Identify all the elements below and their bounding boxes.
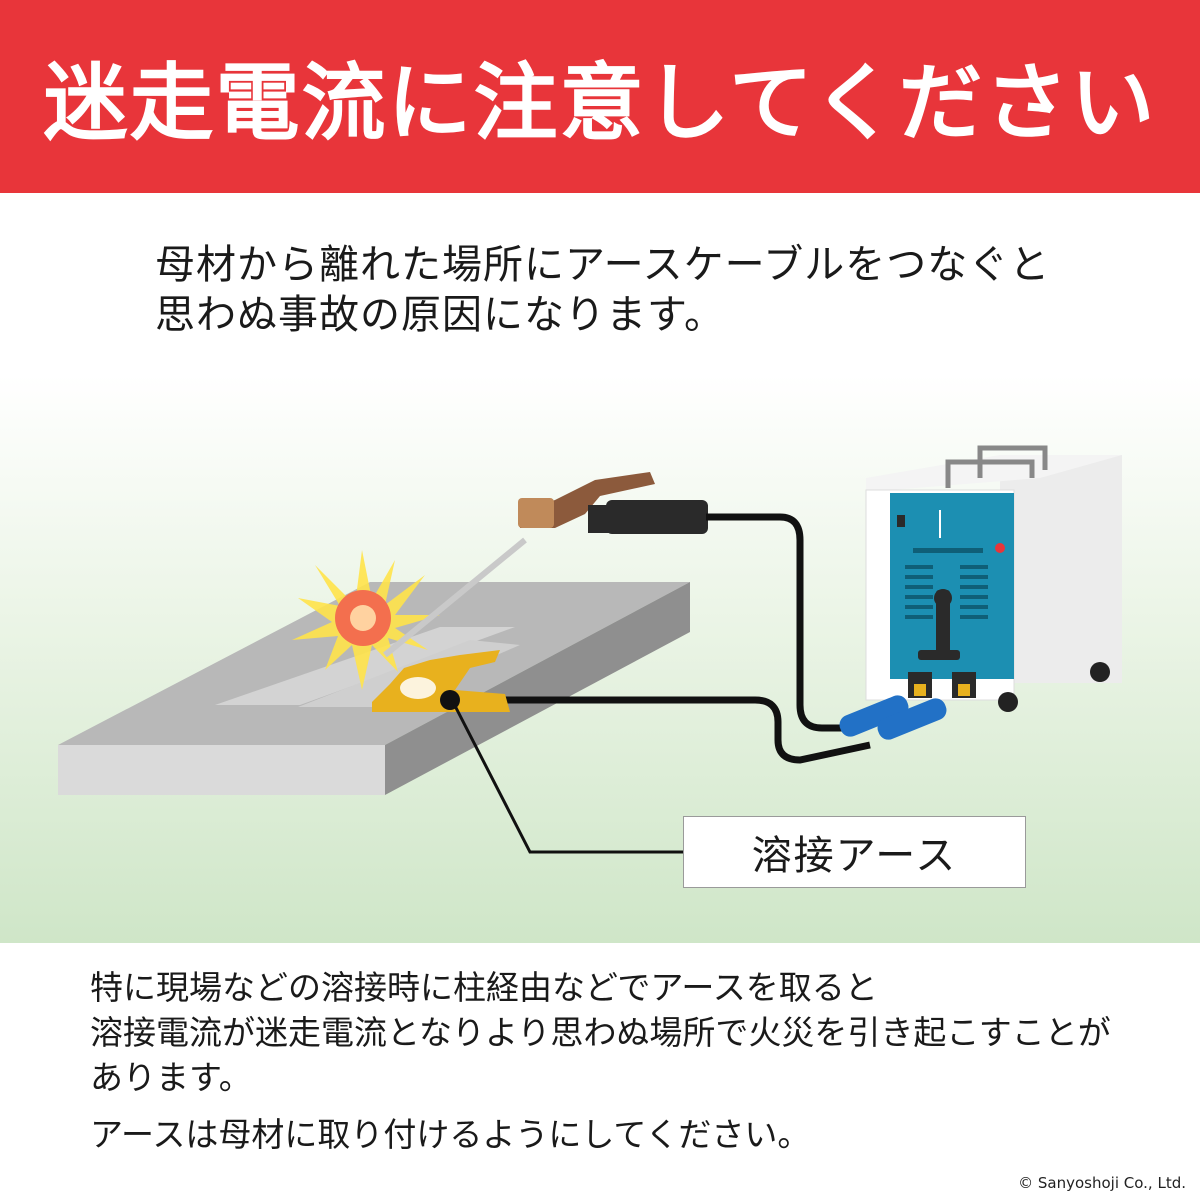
intro-line: 思わぬ事故の原因になります。 — [155, 292, 725, 338]
note-line: あります。 — [90, 1058, 252, 1097]
page-title: 迷走電流に注意してください — [43, 54, 1157, 152]
notes-text: 特に現場などの溶接時に柱経由などでアースを取ると 溶接電流が迷走電流となりより思… — [90, 965, 1170, 1157]
title-banner: 迷走電流に注意してください — [0, 0, 1200, 193]
label-pointer-line — [450, 699, 683, 854]
welding-machine-icon — [839, 445, 1122, 740]
electrode-cable — [706, 513, 860, 732]
intro-text: 母材から離れた場所にアースケーブルをつなぐと 思わぬ事故の原因になります。 — [155, 240, 1155, 340]
welding-spark-icon — [292, 550, 440, 690]
note-line: 溶接電流が迷走電流となりより思わぬ場所で火災を引き起こすことが — [90, 1013, 1111, 1052]
welding-earth-label: 溶接アース — [683, 816, 1026, 888]
electrode-holder-icon — [518, 472, 708, 534]
earth-cable — [505, 696, 871, 764]
welding-plate-icon — [58, 582, 690, 795]
note-line: アースは母材に取り付けるようにしてください。 — [90, 1115, 811, 1154]
electrode-rod — [383, 537, 527, 658]
note-line: 特に現場などの溶接時に柱経由などでアースを取ると — [90, 968, 878, 1007]
copyright: © Sanyoshoji Co., Ltd. — [1018, 1174, 1186, 1192]
welding-diagram — [58, 445, 1122, 854]
welding-illustration — [0, 375, 1200, 943]
intro-line: 母材から離れた場所にアースケーブルをつなぐと — [155, 242, 1051, 288]
